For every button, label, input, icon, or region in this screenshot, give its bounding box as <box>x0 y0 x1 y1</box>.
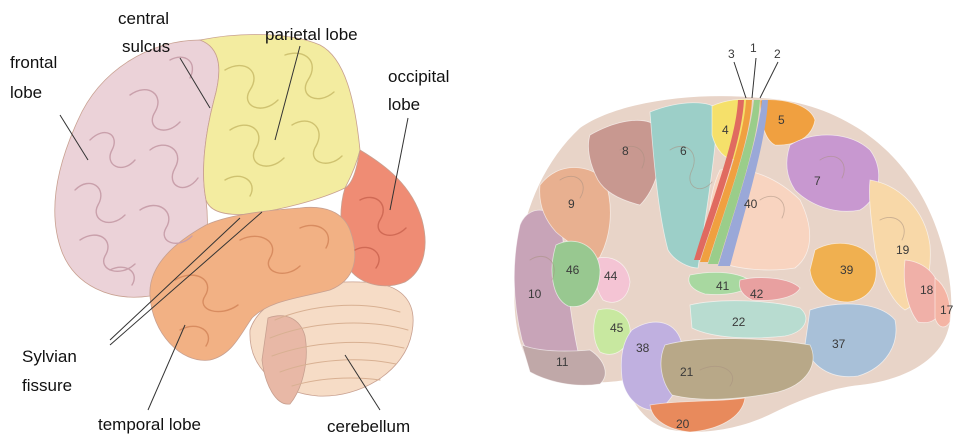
area-label-22: 22 <box>732 315 746 329</box>
label-cerebellum: cerebellum <box>327 417 410 436</box>
area-label-21: 21 <box>680 365 694 379</box>
area-label-19: 19 <box>896 243 910 257</box>
area-label-45: 45 <box>610 321 624 335</box>
label-central-line1: central <box>118 9 169 28</box>
area-label-20: 20 <box>676 417 690 431</box>
area-leader-lines <box>734 58 778 98</box>
area-label-46: 46 <box>566 263 580 277</box>
label-frontal-line2: lobe <box>10 83 42 102</box>
lobe-diagram: frontal lobe central sulcus parietal lob… <box>10 9 449 436</box>
label-central-line2: sulcus <box>122 37 170 56</box>
label-occipital-line1: occipital <box>388 67 449 86</box>
area-label-4: 4 <box>722 123 729 137</box>
area-label-3: 3 <box>728 47 735 61</box>
area-label-44: 44 <box>604 269 618 283</box>
area-label-2: 2 <box>774 47 781 61</box>
area-label-11: 11 <box>556 355 569 369</box>
label-sylvian-line1: Sylvian <box>22 347 77 366</box>
area-label-10: 10 <box>528 287 542 301</box>
area-22-region <box>690 301 806 338</box>
area-label-5: 5 <box>778 113 785 127</box>
label-frontal-line1: frontal <box>10 53 57 72</box>
area-label-41: 41 <box>716 279 730 293</box>
area-label-8: 8 <box>622 144 629 158</box>
area-label-18: 18 <box>920 283 934 297</box>
label-occipital-line2: lobe <box>388 95 420 114</box>
area-label-42: 42 <box>750 287 764 301</box>
area-label-40: 40 <box>744 197 758 211</box>
area-label-17: 17 <box>940 303 954 317</box>
area-label-9: 9 <box>568 197 575 211</box>
label-temporal: temporal lobe <box>98 415 201 434</box>
area-label-39: 39 <box>840 263 854 277</box>
label-sylvian-line2: fissure <box>22 376 72 395</box>
parietal-lobe-region <box>200 35 360 215</box>
area-label-6: 6 <box>680 144 687 158</box>
area-label-7: 7 <box>814 174 821 188</box>
label-parietal: parietal lobe <box>265 25 358 44</box>
area-label-1: 1 <box>750 41 757 55</box>
area-label-37: 37 <box>832 337 846 351</box>
area-label-38: 38 <box>636 341 650 355</box>
brodmann-diagram: 1 2 3 4 5 6 7 8 9 10 11 17 18 19 20 21 2… <box>514 41 953 432</box>
